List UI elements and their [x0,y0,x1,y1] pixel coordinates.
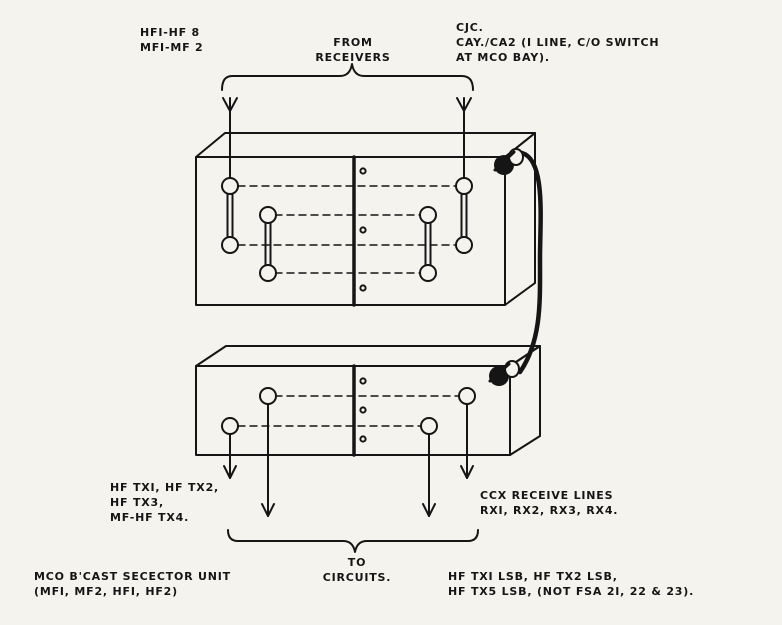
from-receivers-brace [221,63,474,91]
lower-panel-hole-3 [359,435,367,443]
jack-icon [419,264,437,282]
plug-ring [508,148,524,166]
jack-icon [259,387,277,405]
lower-panel [195,345,541,457]
circuit-output-lines [223,403,474,517]
upper-panel-hole-2 [359,226,367,234]
upper-dashed-wiring [237,185,457,274]
lower-panel-hole-1 [359,377,367,385]
upper-panel-hole-3 [359,284,367,292]
lower-panel-hole-2 [359,406,367,414]
hf-tx-output-label: HF TXI, HF TX2, HF TX3, MF-HF TX4. [110,481,220,524]
upper-patch-links [226,193,468,266]
jack-icon [221,236,239,254]
plug-ring [504,360,520,378]
jack-icon [419,206,437,224]
upper-panel-top-face [195,132,536,158]
lower-panel-jacks [221,387,476,435]
source-label-hf-mf: HFI-HF 8 MFI-MF 2 [140,26,204,54]
jack-icon [259,206,277,224]
mco-broadcast-selector-label: MCO B'CAST SECECTOR UNIT (MFI, MF2, HFI,… [34,570,231,598]
jack-icon [259,264,277,282]
cjc-switch-label: CJC. CAY./CA2 (I LINE, C/O SWITCH AT MCO… [456,21,660,64]
cable [517,150,543,375]
hf-tx-lsb-label: HF TXI LSB, HF TX2 LSB, HF TX5 LSB, (NOT… [448,570,695,598]
receiver-input-lines [222,97,472,179]
jack-icon [455,177,473,195]
upper-panel [195,132,536,307]
upper-panel-jacks [221,177,473,282]
changeover-cable [488,148,543,386]
jack-icon [458,387,476,405]
lower-panel-top-face [195,345,541,367]
to-circuits-label: TO CIRCUITS. [322,556,392,584]
upper-panel-hole-1 [359,167,367,175]
jack-icon [420,417,438,435]
plug-icon [489,366,509,386]
to-circuits-brace [227,529,479,553]
from-receivers-label: FROM RECEIVERS [315,36,391,64]
ccx-receive-lines-label: CCX RECEIVE LINES RXI, RX2, RX3, RX4. [480,489,619,517]
jack-icon [221,417,239,435]
jack-icon [221,177,239,195]
jack-icon [455,236,473,254]
upper-panel-front-face [195,156,506,306]
